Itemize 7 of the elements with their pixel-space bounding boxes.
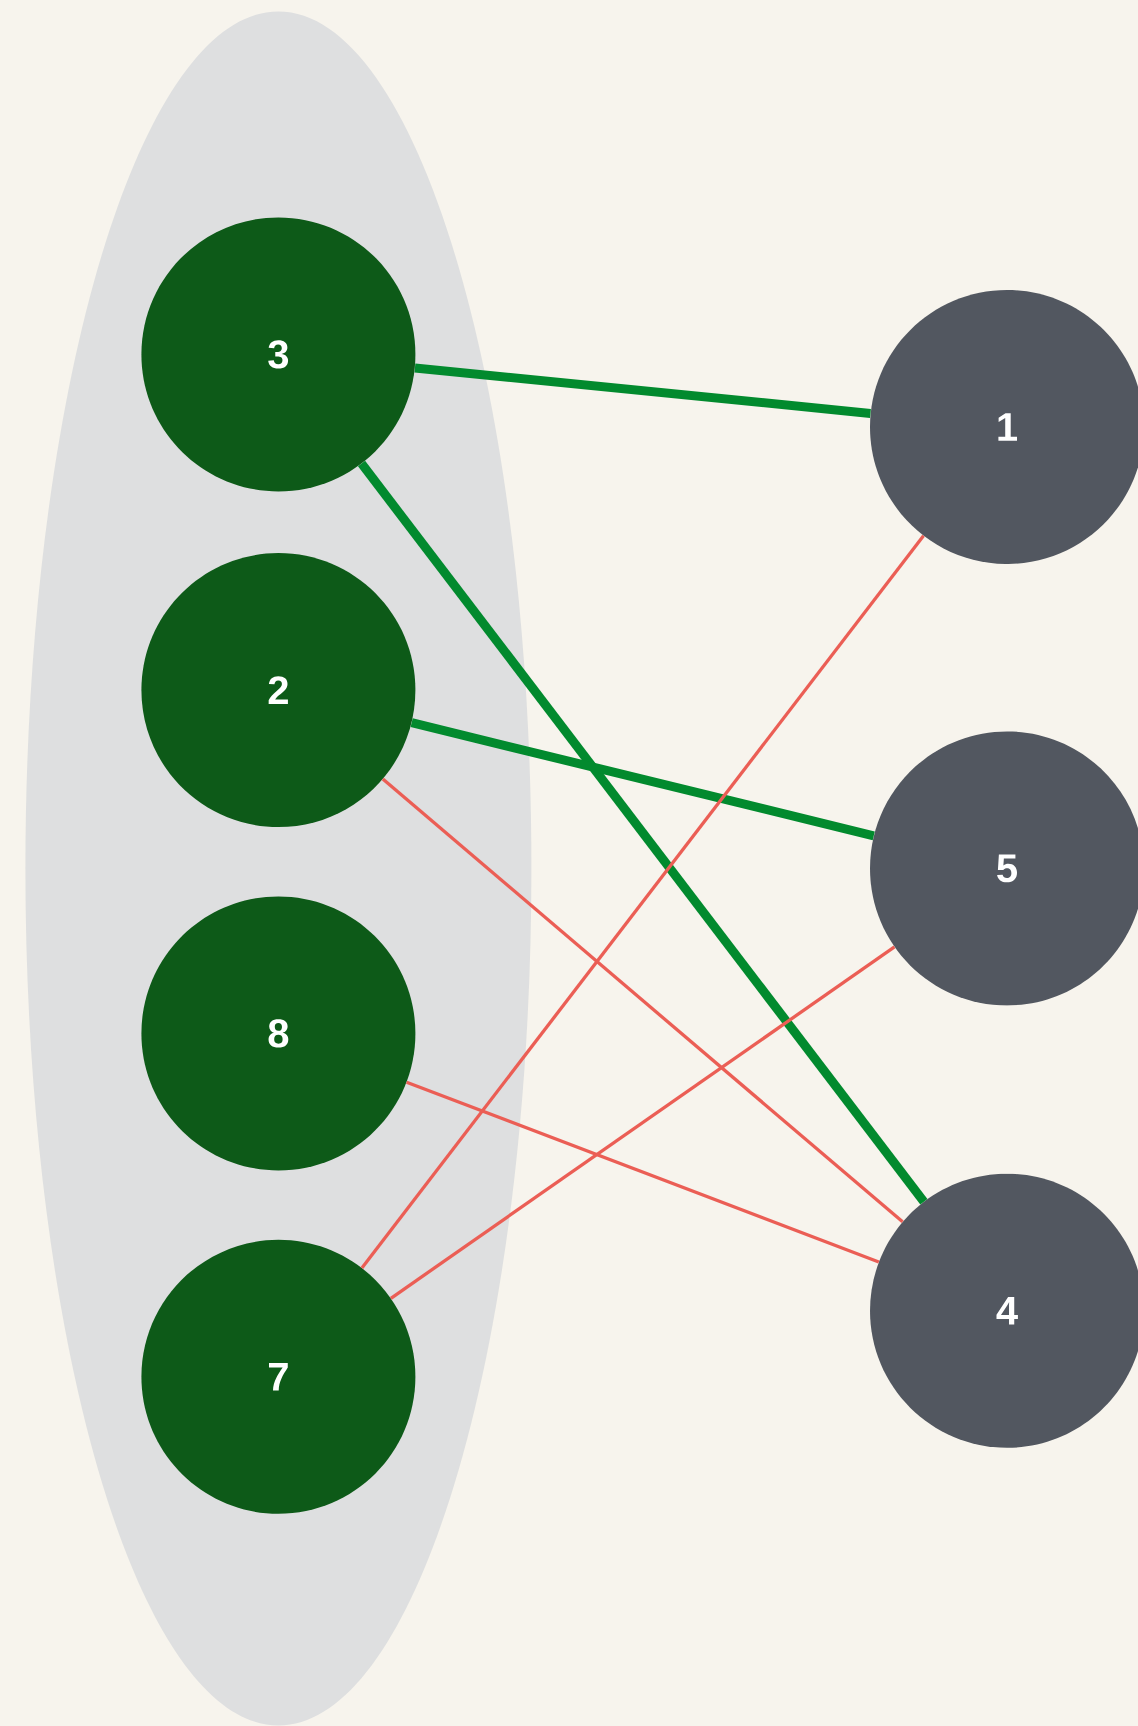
- connector-line: [381, 777, 904, 1224]
- connector-line: [357, 460, 928, 1205]
- connector-line: [406, 1080, 880, 1264]
- connector-line: [389, 945, 896, 1300]
- connector-line: [360, 534, 925, 1269]
- connector-line: [414, 363, 871, 418]
- connector-line: [410, 718, 875, 841]
